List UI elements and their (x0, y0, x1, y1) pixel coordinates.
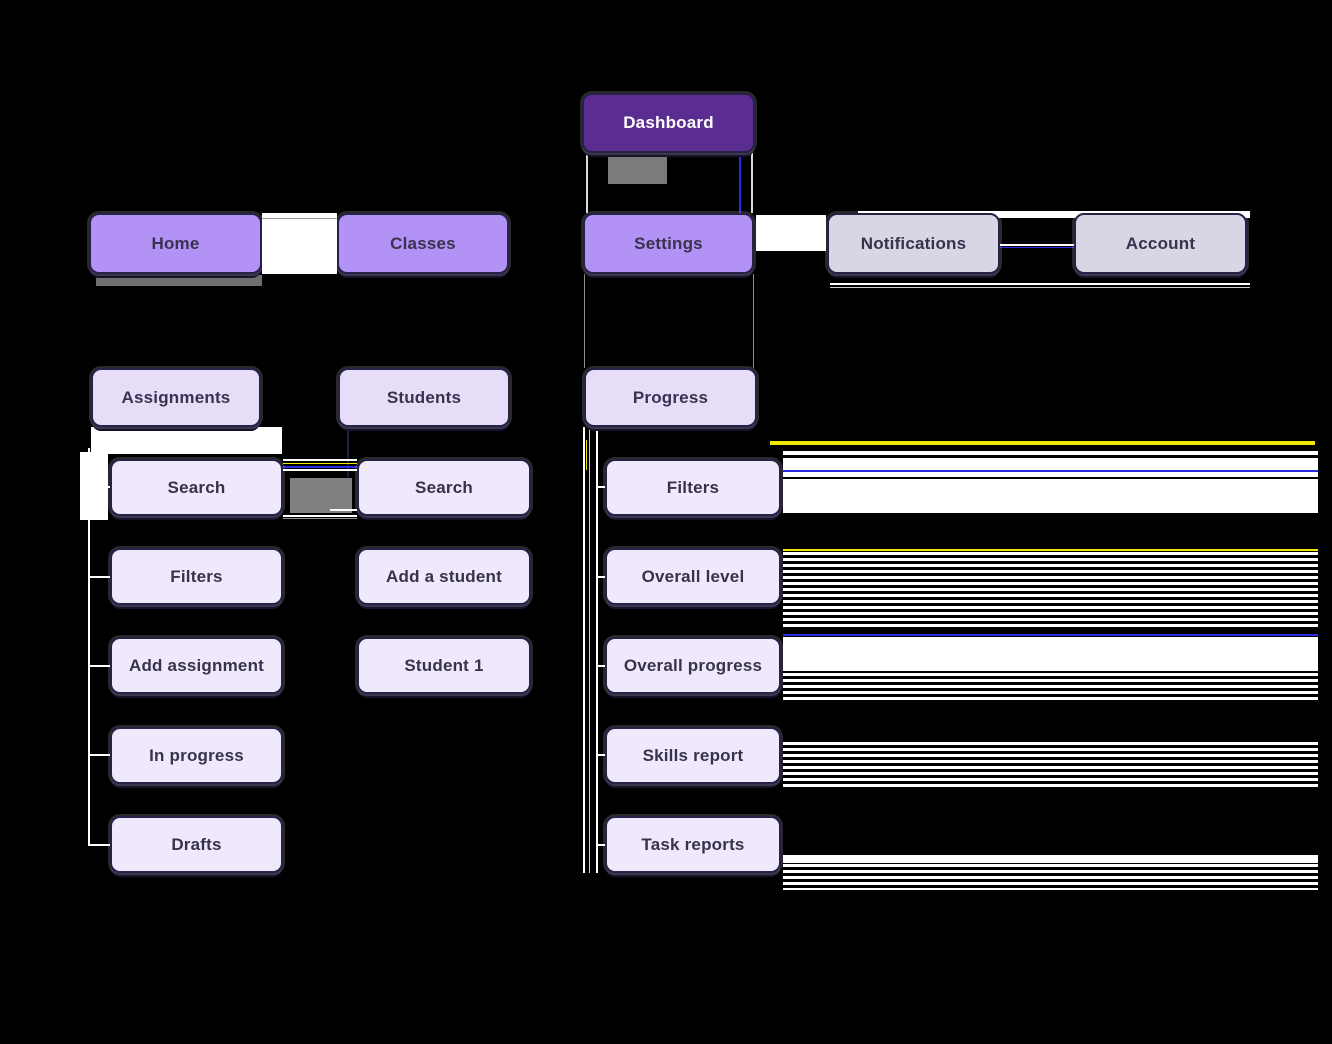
connector-line-notifications-account-blue (1000, 247, 1074, 248)
node-account-label: Account (1125, 233, 1196, 253)
connector-vline-dashboard-left (586, 153, 588, 213)
node-assignments-search-label: Search (167, 477, 226, 497)
connector-stub-l3 (88, 665, 110, 667)
connector-stub-l4 (88, 754, 110, 756)
node-students-label: Students (386, 387, 462, 407)
node-account[interactable]: Account (1074, 213, 1247, 274)
connector-vline-dashboard-right (751, 153, 753, 213)
node-add-a-student[interactable]: Add a student (357, 548, 531, 605)
node-dashboard[interactable]: Dashboard (582, 93, 755, 153)
glitch-line-under-notifications-1 (830, 283, 1250, 285)
shadow-artifact-under-dashboard (608, 157, 667, 184)
connector-stub-r4 (598, 754, 606, 756)
node-progress-label: Progress (632, 387, 709, 407)
glitch-band-white-progress (783, 637, 1318, 671)
glitch-line-filters-blue (783, 470, 1318, 472)
glitch-patch-right-of-settings (756, 215, 826, 251)
connector-gap-home-classes (262, 213, 337, 274)
connector-vline-settings-right (753, 274, 754, 368)
glitch-stripes-task-reports (783, 864, 1318, 890)
node-student-1-label: Student 1 (404, 655, 484, 675)
node-add-a-student-label: Add a student (386, 566, 502, 586)
glitch-stripes-overall-level (783, 552, 1318, 628)
connector-vline-students (347, 427, 349, 477)
node-settings[interactable]: Settings (583, 213, 754, 274)
shadow-artifact-right-of-search (290, 478, 352, 513)
connector-vline-assignments (88, 448, 90, 845)
node-overall-progress[interactable]: Overall progress (605, 637, 781, 694)
node-drafts-label: Drafts (171, 834, 222, 854)
node-classes-label: Classes (390, 233, 456, 253)
connector-line-notifications-account (1000, 244, 1074, 246)
node-student-1[interactable]: Student 1 (357, 637, 531, 694)
node-in-progress[interactable]: In progress (110, 727, 283, 784)
glitch-band-white-filters (783, 451, 1318, 513)
glitch-vline-progress-yellow (586, 440, 587, 470)
node-add-assignment-label: Add assignment (128, 655, 265, 675)
node-task-reports-label: Task reports (641, 834, 745, 854)
node-students-search-label: Search (415, 477, 473, 497)
connector-line-home-classes (262, 218, 337, 219)
glitch-band-white-tasks (783, 855, 1318, 863)
node-assignments-filters[interactable]: Filters (110, 548, 283, 605)
connector-vline-settings-left (584, 274, 585, 368)
glitch-band-yellow-top (770, 441, 1315, 445)
node-notifications[interactable]: Notifications (827, 213, 1000, 274)
node-home-label: Home (151, 233, 200, 253)
node-overall-progress-label: Overall progress (623, 655, 763, 675)
glitch-line-search-gap-2 (283, 463, 357, 464)
node-drafts[interactable]: Drafts (110, 816, 283, 873)
glitch-line-filters-black-1 (783, 455, 1318, 458)
node-assignments-filters-label: Filters (170, 566, 223, 586)
connector-line-search-gray (283, 518, 357, 519)
node-progress-filters[interactable]: Filters (605, 459, 781, 516)
connector-vline-progress-2 (589, 427, 590, 873)
connector-vline-progress-1 (583, 427, 585, 873)
glitch-line-yellow-level (783, 549, 1318, 551)
glitch-line-search-gap-1 (283, 459, 357, 461)
node-in-progress-label: In progress (149, 745, 244, 765)
node-dashboard-label: Dashboard (623, 113, 714, 132)
node-assignments-search[interactable]: Search (110, 459, 283, 516)
node-overall-level-label: Overall level (641, 566, 745, 586)
glitch-line-filters-black-2 (783, 477, 1318, 479)
node-assignments[interactable]: Assignments (91, 368, 261, 427)
node-settings-label: Settings (634, 233, 703, 253)
connector-stub-r3 (598, 665, 606, 667)
connector-stub-l2 (88, 576, 110, 578)
connector-patch-under-assignments (91, 427, 282, 454)
node-task-reports[interactable]: Task reports (605, 816, 781, 873)
connector-hline-students (330, 509, 357, 511)
glitch-line-blue-progress (783, 634, 1318, 636)
connector-stub-l1 (88, 486, 110, 488)
node-overall-level[interactable]: Overall level (605, 548, 781, 605)
shadow-artifact-under-home (96, 275, 262, 286)
connector-stub-r5 (598, 844, 606, 846)
glitch-line-search-gap-3 (283, 466, 357, 468)
node-add-assignment[interactable]: Add assignment (110, 637, 283, 694)
connector-stub-l5 (88, 844, 110, 846)
connector-stub-r1 (598, 486, 606, 488)
connector-stub-r2 (598, 576, 606, 578)
node-classes[interactable]: Classes (337, 213, 509, 274)
node-skills-report[interactable]: Skills report (605, 727, 781, 784)
node-home[interactable]: Home (89, 213, 262, 274)
glitch-stripes-overall-progress (783, 673, 1318, 703)
connector-vline-progress-3 (596, 427, 598, 873)
node-progress[interactable]: Progress (584, 368, 757, 427)
glitch-line-search-gap-5 (283, 515, 357, 517)
glitch-line-under-notifications-2 (830, 287, 1250, 288)
node-students[interactable]: Students (338, 368, 510, 427)
node-students-search[interactable]: Search (357, 459, 531, 516)
node-progress-filters-label: Filters (666, 477, 720, 497)
glitch-band-above-notifications (858, 211, 1250, 218)
glitch-line-search-gap-4 (283, 469, 357, 471)
connector-vline-dashboard-blue (739, 150, 741, 213)
glitch-stripes-skills-report (783, 742, 1318, 788)
node-notifications-label: Notifications (860, 233, 967, 253)
node-assignments-label: Assignments (121, 387, 231, 407)
node-skills-report-label: Skills report (642, 745, 744, 765)
